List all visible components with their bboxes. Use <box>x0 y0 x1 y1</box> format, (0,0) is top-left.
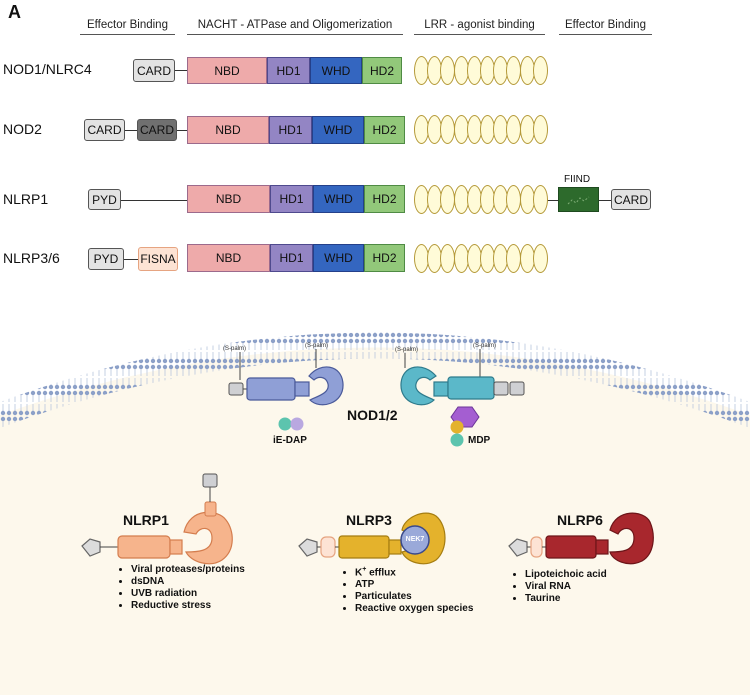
nlrp3-protein <box>298 512 446 565</box>
nlrp6-trigger-list: Lipoteichoic acid Viral RNA Taurine <box>511 569 607 605</box>
fisna-domain: FISNA <box>138 247 178 271</box>
hd2-domain: HD2 <box>364 244 405 272</box>
lrr-repeat <box>532 185 548 214</box>
card-domain: CARD <box>611 189 651 210</box>
nod2-protein <box>400 349 525 447</box>
nbd-domain: NBD <box>187 185 270 213</box>
nlrp3-trigger-list: K+ efflux ATP Particulates Reactive oxyg… <box>341 564 473 615</box>
hd2-domain: HD2 <box>364 185 405 213</box>
linker <box>125 130 137 131</box>
row-label-nod1-nlrc4: NOD1/NLRC4 <box>3 61 92 77</box>
nlrp3-title: NLRP3 <box>346 512 392 528</box>
linker <box>175 70 188 71</box>
whd-domain: WHD <box>313 244 364 272</box>
fiind-label: FIIND <box>564 174 591 185</box>
header-effector-binding-right: Effector Binding <box>559 19 652 35</box>
nbd-domain: NBD <box>187 244 270 272</box>
nlrp6-trigger: Viral RNA <box>525 581 607 593</box>
header-lrr: LRR - agonist binding <box>414 19 545 35</box>
nlrp6-protein <box>508 512 654 565</box>
nlrp3-trigger: ATP <box>355 579 473 591</box>
plasma-membrane <box>0 332 750 428</box>
nbd-domain: NBD <box>187 57 267 84</box>
panel-a-label: A <box>8 2 21 22</box>
nlrp3-trigger: Reactive oxygen species <box>355 603 473 615</box>
whd-domain: WHD <box>312 116 364 144</box>
nbd-domain: NBD <box>187 116 269 144</box>
hd2-domain: HD2 <box>364 116 405 144</box>
linker <box>124 259 138 260</box>
linker <box>599 200 611 201</box>
linker <box>121 200 188 201</box>
ie-dap-label: iE-DAP <box>273 435 307 446</box>
row-label-nod2: NOD2 <box>3 121 42 137</box>
nlrp1-trigger-list: Viral proteases/proteins dsDNA UVB radia… <box>117 564 245 612</box>
hd1-domain: HD1 <box>270 185 313 213</box>
ie-dap-ligand-a <box>278 417 292 431</box>
mdp-ligand-c <box>450 433 464 447</box>
whd-domain: WHD <box>310 57 362 84</box>
fiind-domain <box>558 187 599 212</box>
nlrp1-trigger: Viral proteases/proteins <box>131 564 245 576</box>
cytoplasm <box>0 347 750 695</box>
linker <box>177 130 188 131</box>
card-domain: CARD <box>133 59 175 82</box>
nek7-partner <box>400 525 430 555</box>
nlrp1-trigger: dsDNA <box>131 576 245 588</box>
linker <box>543 200 558 201</box>
mdp-ligand-b <box>450 420 464 434</box>
nod12-title: NOD1/2 <box>347 407 398 423</box>
row-label-nlrp1: NLRP1 <box>3 191 49 207</box>
nlrp3-trigger: Particulates <box>355 591 473 603</box>
lrr-repeat <box>532 56 548 85</box>
card-domain-dark: CARD <box>137 119 177 141</box>
s-palm-label-nod2-b: (S-palm) <box>473 343 497 349</box>
card-domain: CARD <box>84 119 125 141</box>
hd1-domain: HD1 <box>270 244 313 272</box>
nlrp1-title: NLRP1 <box>123 512 169 528</box>
nlrp1-trigger: UVB radiation <box>131 588 245 600</box>
hd2-domain: HD2 <box>362 57 402 84</box>
nek7-label: NEK7 <box>405 536 425 543</box>
hd1-domain: HD1 <box>269 116 312 144</box>
nlrp3-trigger-k-efflux: K+ efflux <box>355 564 473 579</box>
nlrp1-protein <box>81 473 233 565</box>
s-palm-label-nod1-a: (S-palm) <box>223 346 247 352</box>
pyd-domain: PYD <box>88 248 124 270</box>
s-palm-label-nod2-a: (S-palm) <box>395 347 419 353</box>
nlrp6-trigger: Lipoteichoic acid <box>525 569 607 581</box>
whd-domain: WHD <box>313 185 364 213</box>
nlrp6-title: NLRP6 <box>557 512 603 528</box>
lrr-repeat <box>532 244 548 273</box>
s-palm-label-nod1-b: (S-palm) <box>305 343 329 349</box>
header-effector-binding-left: Effector Binding <box>80 19 175 35</box>
nlrp3-trigger-efflux: efflux <box>369 567 396 579</box>
lrr-repeat <box>532 115 548 144</box>
ie-dap-ligand-b <box>290 417 304 431</box>
nod1-protein <box>228 349 344 431</box>
hd1-domain: HD1 <box>267 57 310 84</box>
header-nacht: NACHT - ATPase and Oligomerization <box>187 19 403 35</box>
pyd-domain: PYD <box>88 189 121 210</box>
mdp-label: MDP <box>468 435 491 446</box>
row-label-nlrp3-6: NLRP3/6 <box>3 250 60 266</box>
nlrp6-trigger: Taurine <box>525 593 607 605</box>
nlrp1-trigger: Reductive stress <box>131 600 245 612</box>
